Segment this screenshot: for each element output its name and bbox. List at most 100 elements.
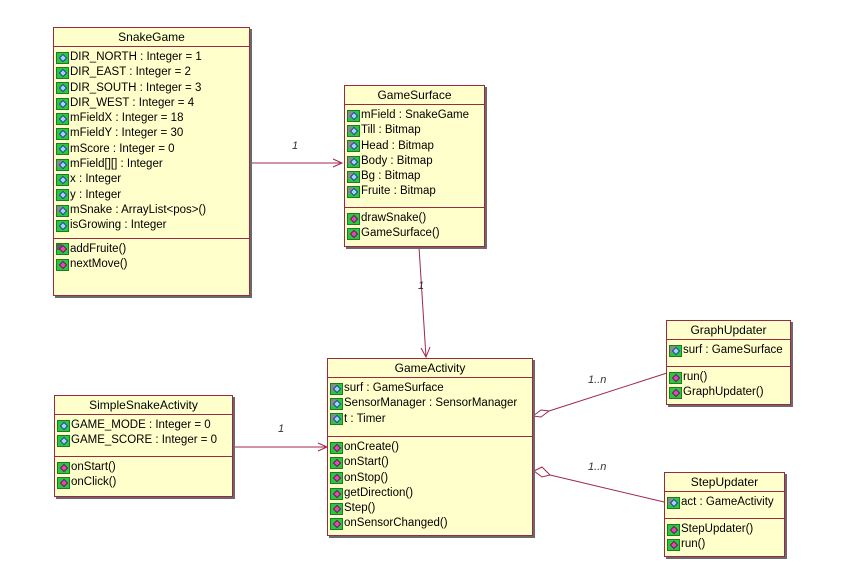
attribute-icon xyxy=(56,82,69,95)
attribute-row: surf : GameSurface xyxy=(669,343,790,358)
private-attribute-icon xyxy=(330,382,343,395)
attribute-row: Bg : Bitmap xyxy=(347,169,484,184)
attribute-icon xyxy=(56,51,69,64)
operation-icon xyxy=(669,386,682,399)
private-attribute-icon xyxy=(347,155,360,168)
operation-row: StepUpdater() xyxy=(667,522,784,537)
operation-row: onStart() xyxy=(330,455,532,470)
attribute-icon xyxy=(56,66,69,79)
private-attribute-icon xyxy=(330,397,343,410)
operation-icon xyxy=(669,371,682,384)
attribute-icon xyxy=(56,112,69,125)
operation-icon xyxy=(330,456,343,469)
class-gameactivity[interactable]: GameActivity surf : GameSurface SensorMa… xyxy=(327,358,533,536)
mult-gamesurface-gameactivity: 1 xyxy=(418,280,424,292)
operation-row: getDirection() xyxy=(330,486,532,501)
operation-row: nextMove() xyxy=(56,257,249,272)
operations-section: onCreate() onStart() onStop() getDirecti… xyxy=(328,436,532,536)
attribute-row: surf : GameSurface xyxy=(330,381,532,396)
attribute-row: DIR_WEST : Integer = 4 xyxy=(56,96,249,111)
operation-icon xyxy=(667,523,680,536)
private-attribute-icon xyxy=(667,496,680,509)
link-gameactivity-graphupdater xyxy=(548,372,668,412)
mult-snakegame-gamesurface: 1 xyxy=(292,140,298,152)
attribute-row: mScore : Integer = 0 xyxy=(56,142,249,157)
operations-section: drawSnake() GameSurface() xyxy=(345,207,484,246)
arrowhead-gamesurface xyxy=(332,158,344,168)
mult-gameactivity-graphupdater: 1..n xyxy=(588,374,606,386)
private-attribute-icon xyxy=(347,109,360,122)
operation-icon xyxy=(330,487,343,500)
operation-icon xyxy=(330,441,343,454)
operation-row: GameSurface() xyxy=(347,226,484,241)
mult-gameactivity-stepupdater: 1..n xyxy=(588,461,606,473)
attributes-section: DIR_NORTH : Integer = 1 DIR_EAST : Integ… xyxy=(54,47,249,238)
operation-icon xyxy=(56,258,69,271)
attribute-row: DIR_EAST : Integer = 2 xyxy=(56,65,249,80)
attribute-row: Body : Bitmap xyxy=(347,154,484,169)
private-attribute-icon xyxy=(56,204,69,217)
operation-icon xyxy=(330,472,343,485)
attribute-icon xyxy=(56,174,69,187)
operation-row: onClick() xyxy=(57,475,232,490)
class-title: SnakeGame xyxy=(54,28,249,47)
arrowhead-gameactivity-top xyxy=(420,346,431,359)
protected-operation-icon xyxy=(56,243,69,256)
mult-simplesnake-gameactivity: 1 xyxy=(278,423,284,435)
attribute-icon xyxy=(57,419,70,432)
operation-icon xyxy=(57,476,70,489)
attribute-icon xyxy=(57,434,70,447)
operation-row: GraphUpdater() xyxy=(669,385,790,400)
attribute-row: Head : Bitmap xyxy=(347,139,484,154)
attribute-row: GAME_SCORE : Integer = 0 xyxy=(57,433,232,448)
operations-section: StepUpdater() run() xyxy=(665,518,784,557)
private-attribute-icon xyxy=(669,344,682,357)
class-title: GraphUpdater xyxy=(667,321,790,340)
attribute-row: act : GameActivity xyxy=(667,495,784,510)
attribute-icon xyxy=(56,189,69,202)
attribute-row: GAME_MODE : Integer = 0 xyxy=(57,418,232,433)
attribute-row: DIR_SOUTH : Integer = 3 xyxy=(56,81,249,96)
link-gamesurface-gameactivity xyxy=(418,246,427,358)
class-stepupdater[interactable]: StepUpdater act : GameActivity StepUpdat… xyxy=(664,472,785,557)
private-attribute-icon xyxy=(347,124,360,137)
attribute-row: x : Integer xyxy=(56,172,249,187)
class-simplesnakeactivity[interactable]: SimpleSnakeActivity GAME_MODE : Integer … xyxy=(54,395,233,497)
operation-row: onCreate() xyxy=(330,440,532,455)
operations-section: run() GraphUpdater() xyxy=(667,366,790,405)
operation-row: run() xyxy=(669,370,790,385)
operation-row: addFruite() xyxy=(56,242,249,257)
attribute-icon xyxy=(56,143,69,156)
attribute-row: mFieldY : Integer = 30 xyxy=(56,126,249,141)
attribute-row: mFieldX : Integer = 18 xyxy=(56,111,249,126)
private-attribute-icon xyxy=(347,186,360,199)
operation-row: run() xyxy=(667,537,784,552)
attributes-section: act : GameActivity xyxy=(665,492,784,518)
private-attribute-icon xyxy=(330,413,343,426)
attribute-icon xyxy=(56,97,69,110)
class-gamesurface[interactable]: GameSurface mField : SnakeGame Till : Bi… xyxy=(344,85,485,247)
class-snakegame[interactable]: SnakeGame DIR_NORTH : Integer = 1 DIR_EA… xyxy=(53,27,250,296)
private-attribute-icon xyxy=(347,170,360,183)
attribute-icon xyxy=(56,128,69,141)
operation-icon xyxy=(347,212,360,225)
class-graphupdater[interactable]: GraphUpdater surf : GameSurface run() Gr… xyxy=(666,320,791,405)
aggregation-diamond-graph xyxy=(531,409,551,418)
operation-icon xyxy=(330,518,343,531)
private-attribute-icon xyxy=(347,140,360,153)
operation-icon xyxy=(57,461,70,474)
private-attribute-icon xyxy=(56,158,69,171)
attribute-row: Till : Bitmap xyxy=(347,123,484,138)
operation-icon xyxy=(330,502,343,515)
attribute-row: mField[][] : Integer xyxy=(56,157,249,172)
operations-section: onStart() onClick() xyxy=(55,456,232,495)
operations-section: addFruite() nextMove() xyxy=(54,237,249,277)
class-title: GameActivity xyxy=(328,359,532,378)
class-title: SimpleSnakeActivity xyxy=(55,396,232,415)
attribute-row: mField : SnakeGame xyxy=(347,108,484,123)
attribute-row: isGrowing : Integer xyxy=(56,218,249,233)
operation-row: onSensorChanged() xyxy=(330,516,532,531)
attributes-section: surf : GameSurface SensorManager : Senso… xyxy=(328,378,532,436)
class-title: GameSurface xyxy=(345,86,484,105)
